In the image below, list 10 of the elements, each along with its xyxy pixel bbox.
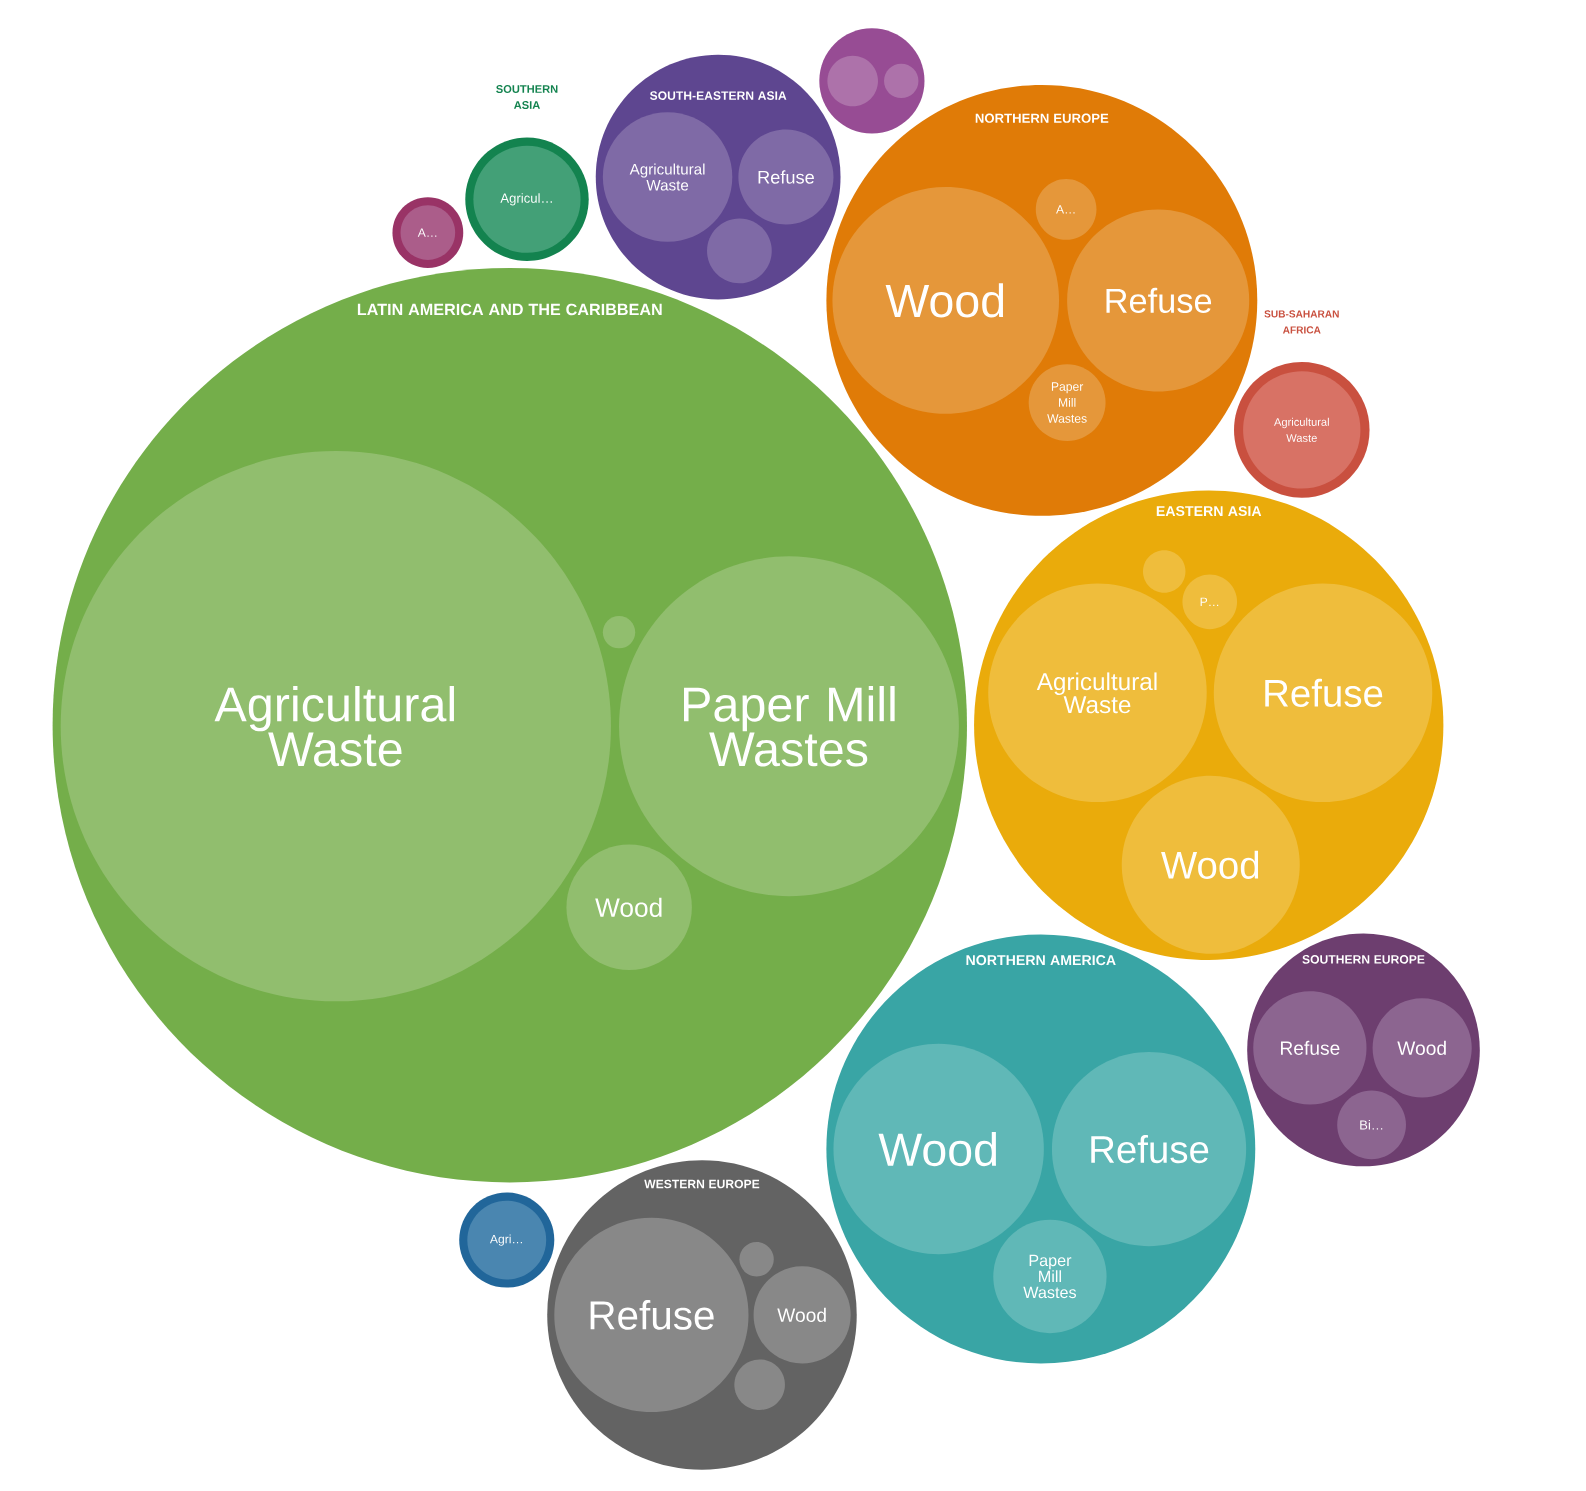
node-label: SUB-SAHARAN AFRICA [1264,310,1339,334]
category-circle [602,616,636,649]
category-circle [707,218,772,284]
category-circle [739,1242,774,1277]
category-circle [734,1359,785,1410]
node-label: Wood [1161,850,1259,879]
node-label: SOUTHERN ASIA [496,85,558,109]
category-circle [1143,550,1186,593]
category-circle [827,55,878,107]
category-circle [884,63,919,99]
